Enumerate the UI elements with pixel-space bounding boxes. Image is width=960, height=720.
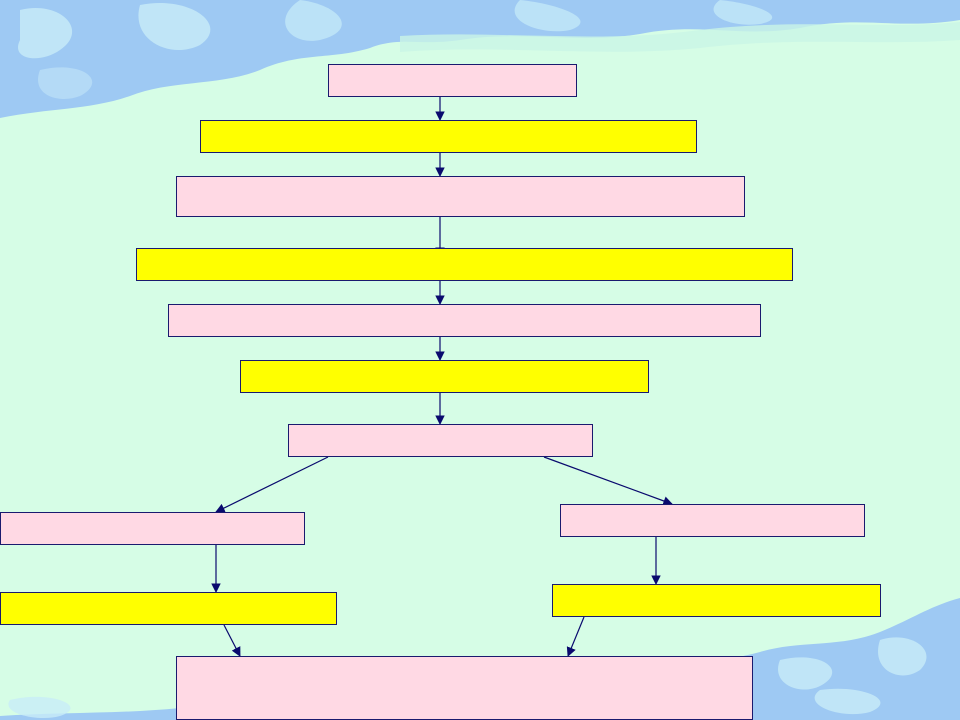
flow-box-3 — [176, 176, 745, 217]
flow-box-right-1 — [560, 504, 865, 537]
flow-box-7 — [288, 424, 593, 457]
flow-box-1 — [328, 64, 577, 97]
flow-box-5 — [168, 304, 761, 337]
flow-box-right-2 — [552, 584, 881, 617]
flow-box-final — [176, 656, 753, 720]
flow-box-left-2 — [0, 592, 337, 625]
flow-box-left-1 — [0, 512, 305, 545]
flow-box-6 — [240, 360, 649, 393]
flow-box-4 — [136, 248, 793, 281]
flow-box-2 — [200, 120, 697, 153]
